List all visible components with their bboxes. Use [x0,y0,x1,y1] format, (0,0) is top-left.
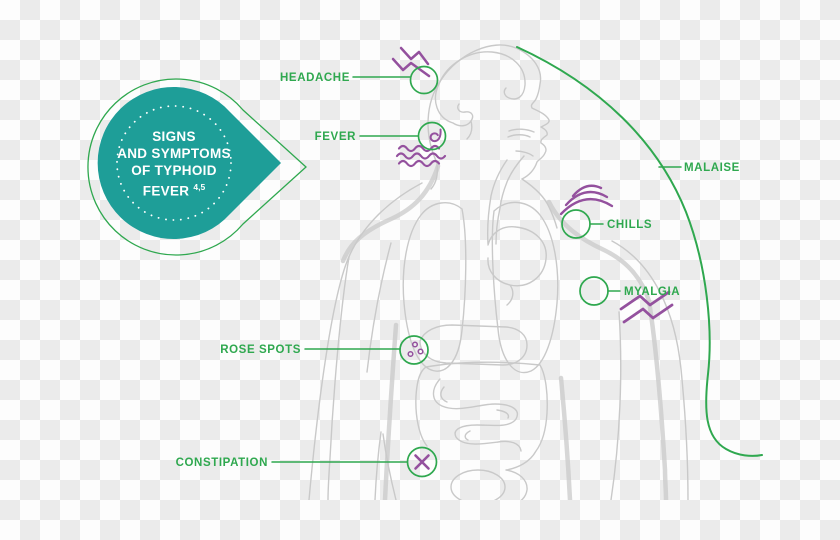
left-torso-line [366,242,392,373]
reference-superscript: 4,5 [193,182,206,192]
callout-title-line3: OF TYPHOID [131,163,217,178]
rose-spots-marker-circle [399,335,429,365]
right-arm-inner-line [610,311,622,500]
brain-outline [434,51,526,140]
left-torso-thick-stroke [382,322,399,500]
left-lung-outline [402,202,467,372]
right-torso-thick-stroke [558,375,573,500]
right-arm-thick-stroke [646,298,669,500]
chills-marker-circle [561,209,591,239]
chills-label: CHILLS [607,219,652,231]
mouth-throat-lines [486,128,535,245]
callout-dotted-ring [116,105,232,221]
left-arm-outer-line [308,182,423,500]
liver-outline [419,324,528,366]
callout-title-line2: AND SYMPTOMS [117,146,231,161]
headache-zigzag-icon [391,46,431,78]
myalgia-label: MYALGIA [624,286,680,298]
left-trapezius-stroke [340,163,441,264]
fever-droplet-icon [429,128,442,143]
rose-spots-label: ROSE SPOTS [220,344,301,356]
malaise-body-arc [516,46,763,457]
jaw-neck-line [521,178,558,229]
constipation-cross-icon [414,454,430,470]
headache-marker-circle [409,65,439,95]
left-arm-inner-line [327,256,350,500]
constipation-label: CONSTIPATION [176,457,268,469]
large-intestine-outline [415,361,548,500]
constipation-marker-circle [406,446,438,478]
human-body-line-art [308,44,689,500]
green-annotations [87,46,763,478]
rectum-outline [450,469,506,500]
callout-title-line4: FEVER 4,5 [142,182,206,199]
malaise-label: MALAISE [684,162,740,174]
myalgia-chevron-zigzag-icon [619,290,674,324]
callout-teardrop [97,86,281,239]
right-lung-outline [491,201,559,374]
callout-title: SIGNS AND SYMPTOMS OF TYPHOID FEVER 4,5 [102,128,246,200]
symptom-markers [391,46,674,470]
myalgia-marker-circle [579,276,609,306]
fever-heat-waves-icon [395,144,447,168]
headache-label: HEADACHE [280,72,350,84]
stomach-outline [487,226,547,306]
callout-outer-outline [87,78,307,256]
chills-radiating-arcs-icon [559,184,614,216]
fever-label: FEVER [315,131,356,143]
fever-marker-circle [417,121,447,151]
callout-title-line1: SIGNS [152,129,196,144]
symptom-labels: HEADACHE FEVER MALAISE CHILLS MYALGIA RO… [176,72,740,469]
head-profile-outline [427,44,550,180]
small-intestine-coils [432,378,522,452]
rose-spots-dots-icon [407,341,424,358]
right-arm-outer-line [611,240,689,500]
